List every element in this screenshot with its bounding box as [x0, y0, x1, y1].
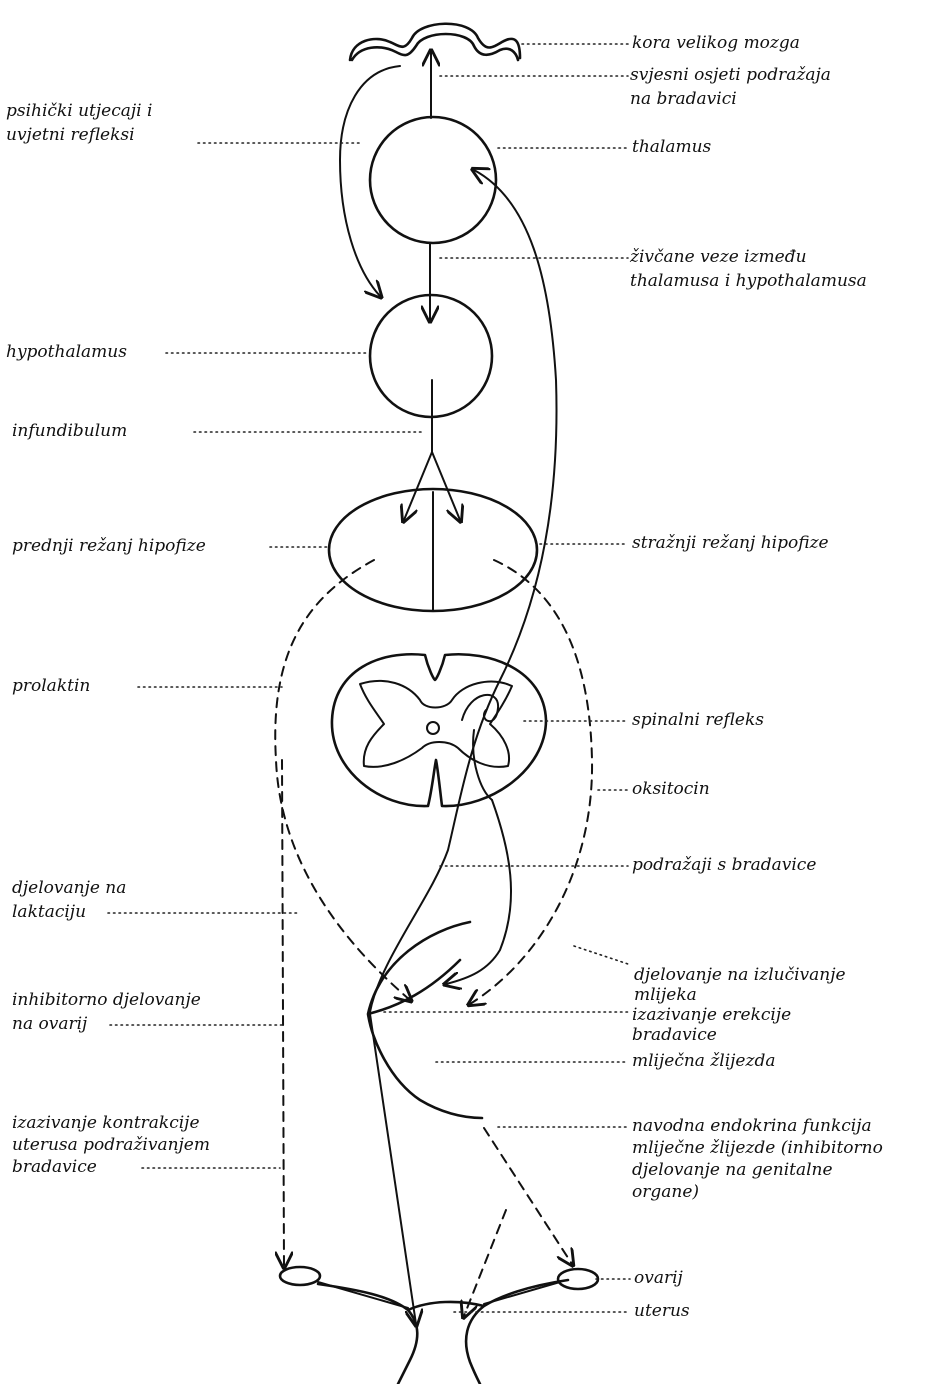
arrow-to-posterior: [432, 452, 460, 520]
oviduct-left: [318, 1282, 408, 1308]
label-psychic-2: uvjetni refleksi: [6, 125, 135, 145]
ovary-right: [558, 1269, 598, 1289]
arrow-oxytocin-ejection: [446, 800, 511, 984]
ovary-left: [280, 1267, 320, 1285]
thalamus-circle: [370, 117, 496, 243]
dashed-oxytocin-erection: [470, 560, 592, 1004]
label-erection-2: bradavice: [632, 1025, 717, 1045]
dashed-endocrine-right-ovary: [484, 1128, 572, 1264]
label-conscious-1: svjesni osjeti podražaja: [630, 65, 831, 85]
label-ovary: ovarij: [634, 1268, 684, 1288]
label-oxytocin: oksitocin: [632, 779, 710, 799]
label-inhibitory-2: na ovarij: [12, 1014, 88, 1034]
label-uterus: uterus: [634, 1301, 690, 1321]
label-uterine-2: uterusa podraživanjem: [12, 1135, 210, 1155]
label-hypothalamus: hypothalamus: [6, 342, 127, 362]
label-erection-1: izazivanje erekcije: [632, 1005, 791, 1025]
label-thalamus: thalamus: [632, 137, 712, 157]
spinal-reflex-loop: [462, 695, 498, 800]
arrow-to-uterus: [370, 1014, 416, 1324]
uterus-shape: [318, 1280, 568, 1384]
label-nerve-2: thalamusa i hypothalamusa: [630, 271, 867, 291]
label-prolactin: prolaktin: [12, 676, 90, 696]
label-cortex: kora velikog mozga: [632, 33, 800, 53]
central-canal: [427, 722, 439, 734]
oviduct-right: [484, 1282, 560, 1304]
cortex-shape: [350, 24, 520, 60]
label-ejection-1: djelovanje na izlučivanje: [634, 965, 846, 985]
label-endocrine-4: organe): [632, 1182, 699, 1202]
label-ejection-2: mlijeka: [634, 985, 697, 1005]
label-spinal: spinalni refleks: [632, 710, 764, 730]
label-infundibulum: infundibulum: [12, 421, 127, 441]
dashed-inhibitory-ovary: [282, 760, 284, 1266]
arrow-to-anterior: [404, 452, 432, 520]
label-lactation-1: djelovanje na: [12, 878, 126, 898]
label-posterior: stražnji režanj hipofize: [632, 533, 829, 553]
arrow-nipple-to-thalamus: [370, 170, 557, 1012]
label-conscious-2: na bradavici: [630, 89, 737, 109]
dashed-prolactin-lactation: [275, 560, 410, 1000]
label-nerve-1: živčane veze između: [629, 247, 807, 267]
label-inhibitory-1: inhibitorno djelovanje: [12, 990, 201, 1010]
leader-ejection: [574, 946, 628, 964]
label-mammary: mliječna žlijezda: [632, 1051, 775, 1071]
label-endocrine-1: navodna endokrina funkcija: [632, 1116, 872, 1136]
label-uterine-3: bradavice: [12, 1157, 97, 1177]
label-endocrine-3: djelovanje na genitalne: [632, 1160, 833, 1180]
label-uterine-1: izazivanje kontrakcije: [12, 1113, 200, 1133]
label-psychic-1: psihički utjecaji i: [6, 101, 152, 121]
label-lactation-2: laktaciju: [12, 902, 86, 922]
label-endocrine-2: mliječne žlijezde (inhibitorno: [632, 1138, 883, 1158]
label-anterior: prednji režanj hipofize: [12, 536, 206, 556]
label-nipple-stimuli: podražaji s bradavice: [632, 855, 816, 875]
mammary-gland-shape: [368, 922, 482, 1118]
